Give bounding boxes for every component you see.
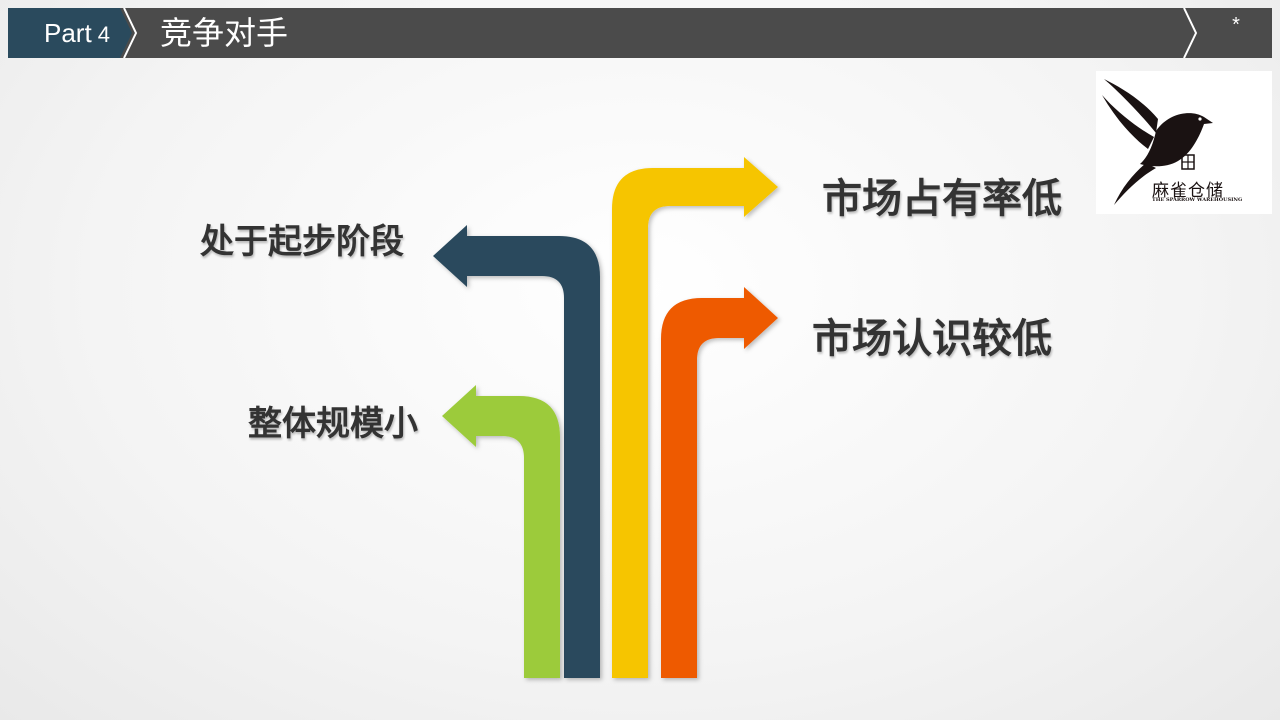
part-badge-shape	[8, 8, 138, 58]
sparrow-bird-icon	[1102, 79, 1213, 205]
arrow-green	[442, 385, 560, 678]
label-low-market-awareness: 市场认识较低	[812, 316, 1052, 362]
label-low-market-share: 市场占有率低	[822, 176, 1062, 222]
company-logo: 麻雀仓储 THE SPARROW WAREHOUSING	[1096, 71, 1272, 214]
header-bar	[8, 8, 1272, 58]
corner-mark: *	[1232, 14, 1240, 36]
logo-name-cn: 麻雀仓储	[1152, 181, 1224, 201]
part-number: 4	[97, 22, 110, 47]
arrow-navy	[433, 225, 600, 678]
label-startup-stage: 处于起步阶段	[200, 222, 404, 262]
part-word: Part	[44, 18, 92, 48]
label-small-scale: 整体规模小	[248, 404, 418, 444]
chevron-right-icon	[1183, 8, 1198, 58]
arrow-orange	[661, 287, 778, 678]
arrow-yellow	[612, 157, 778, 678]
page-title: 竞争对手	[160, 14, 289, 52]
logo-name-en: THE SPARROW WAREHOUSING	[1152, 197, 1243, 203]
